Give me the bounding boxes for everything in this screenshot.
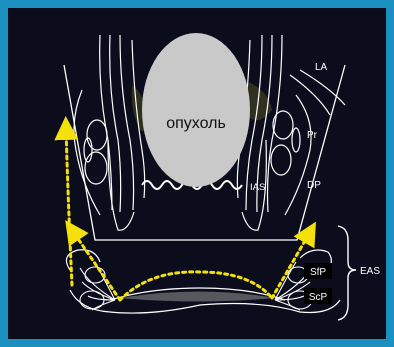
label-dp: DP bbox=[307, 180, 321, 191]
label-sfp: SfP bbox=[310, 267, 326, 278]
tumor-label: опухоль bbox=[166, 115, 226, 132]
label-scp: ScP bbox=[309, 292, 328, 303]
anatomy-diagram-panel: опухоль bbox=[8, 8, 386, 339]
label-la: LA bbox=[315, 62, 328, 73]
tumor-shape bbox=[142, 33, 250, 187]
label-ias: IAS bbox=[250, 182, 265, 193]
label-pr: Pr bbox=[307, 130, 318, 141]
left-muscle-bundles bbox=[84, 120, 107, 184]
anal-canal bbox=[120, 292, 275, 302]
left-rectal-wall bbox=[74, 35, 145, 230]
label-eas: EAS bbox=[360, 266, 380, 277]
anatomy-diagram: опухоль bbox=[8, 8, 386, 339]
eas-brace bbox=[338, 226, 356, 320]
